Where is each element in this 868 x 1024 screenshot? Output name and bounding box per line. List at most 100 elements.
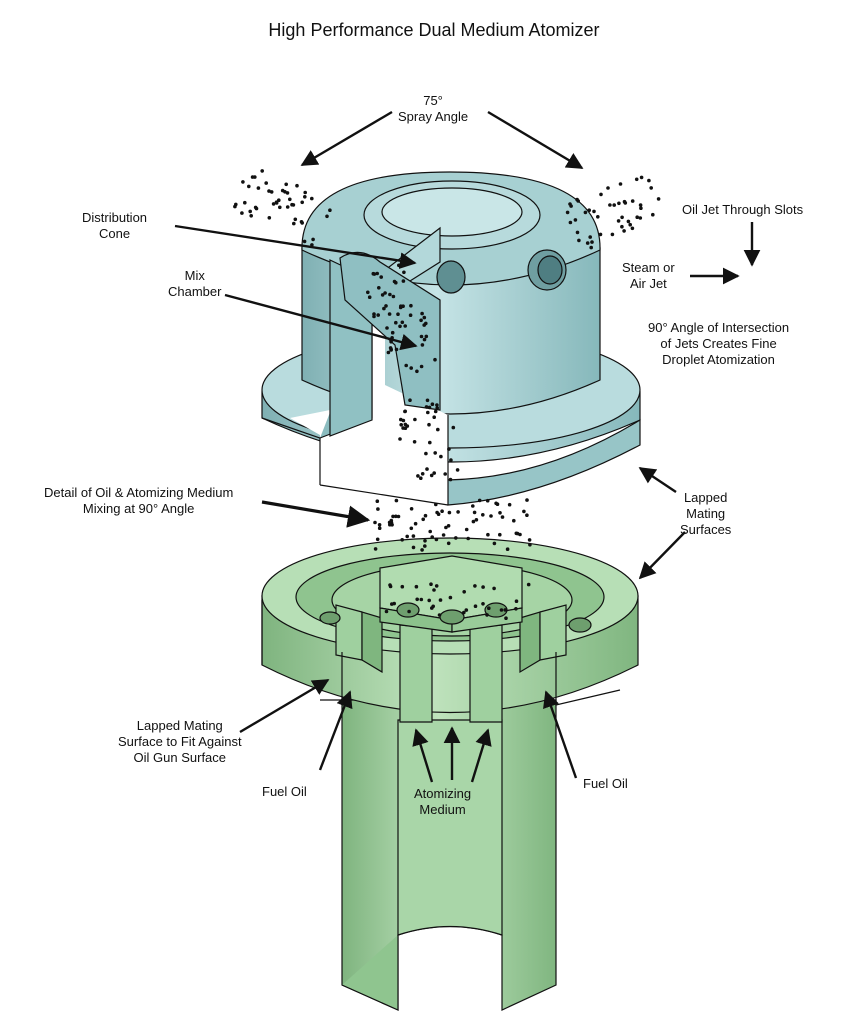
droplet bbox=[400, 320, 405, 325]
droplet bbox=[514, 599, 519, 603]
droplet bbox=[407, 609, 411, 614]
droplet bbox=[620, 215, 624, 220]
droplet bbox=[408, 398, 412, 403]
droplet bbox=[649, 186, 653, 190]
droplet bbox=[411, 545, 416, 550]
droplet bbox=[388, 583, 392, 587]
droplet bbox=[398, 324, 402, 329]
droplet bbox=[428, 440, 432, 445]
droplet bbox=[372, 272, 377, 276]
droplet bbox=[628, 222, 632, 227]
droplet bbox=[384, 304, 388, 308]
droplet bbox=[635, 215, 639, 219]
droplet bbox=[400, 538, 405, 542]
droplet bbox=[423, 544, 427, 548]
droplet bbox=[473, 604, 478, 608]
droplet bbox=[492, 586, 496, 591]
droplet bbox=[430, 402, 435, 407]
droplet bbox=[394, 347, 399, 352]
droplet bbox=[372, 314, 376, 319]
droplet bbox=[433, 357, 437, 362]
droplet bbox=[606, 186, 610, 190]
droplet bbox=[447, 510, 452, 515]
droplet bbox=[373, 547, 378, 551]
droplet bbox=[577, 238, 581, 243]
droplet bbox=[630, 199, 635, 203]
droplet bbox=[481, 513, 485, 517]
callout-arrows bbox=[174, 110, 761, 783]
droplet bbox=[413, 417, 417, 422]
droplet bbox=[527, 538, 532, 542]
droplet bbox=[415, 597, 420, 602]
droplet bbox=[472, 510, 477, 515]
label-fuel-oil-left: Fuel Oil bbox=[262, 784, 307, 799]
droplet bbox=[440, 509, 444, 513]
droplet bbox=[302, 239, 307, 244]
droplet bbox=[409, 303, 413, 308]
droplet bbox=[424, 451, 428, 456]
droplet bbox=[271, 202, 276, 206]
droplet bbox=[269, 190, 274, 194]
droplet bbox=[240, 211, 244, 215]
droplet bbox=[328, 208, 332, 212]
droplet bbox=[248, 209, 252, 214]
droplet bbox=[612, 203, 616, 207]
droplet bbox=[425, 398, 430, 403]
droplet bbox=[424, 321, 428, 326]
droplet bbox=[419, 318, 423, 323]
droplet bbox=[474, 518, 479, 522]
droplet bbox=[391, 294, 396, 299]
droplet bbox=[464, 608, 469, 612]
droplet bbox=[435, 403, 439, 407]
droplet bbox=[512, 518, 516, 523]
droplet bbox=[253, 175, 257, 179]
droplet bbox=[375, 537, 380, 542]
droplet bbox=[462, 610, 466, 615]
droplet bbox=[569, 204, 573, 208]
droplet bbox=[616, 219, 621, 223]
droplet bbox=[500, 515, 505, 519]
droplet bbox=[403, 324, 408, 328]
droplet bbox=[620, 224, 624, 229]
droplet bbox=[380, 293, 385, 297]
droplet bbox=[514, 531, 519, 536]
droplet bbox=[447, 447, 451, 451]
droplet bbox=[432, 415, 437, 420]
droplet bbox=[471, 519, 476, 524]
droplet bbox=[303, 195, 307, 199]
droplet bbox=[439, 454, 443, 459]
droplet bbox=[384, 609, 389, 614]
droplet bbox=[568, 220, 573, 225]
droplet bbox=[387, 312, 392, 316]
droplet bbox=[656, 197, 661, 201]
droplet bbox=[423, 513, 428, 518]
droplet bbox=[495, 502, 500, 507]
droplet bbox=[377, 526, 382, 530]
droplet bbox=[241, 180, 245, 184]
droplet bbox=[283, 190, 287, 194]
droplet bbox=[639, 206, 643, 210]
droplet bbox=[449, 458, 453, 462]
droplet bbox=[575, 197, 579, 202]
droplet bbox=[455, 468, 460, 472]
droplet bbox=[565, 210, 570, 215]
droplet bbox=[398, 437, 402, 441]
droplet bbox=[435, 406, 440, 410]
droplet bbox=[634, 177, 639, 182]
droplet bbox=[427, 405, 432, 410]
droplet bbox=[419, 364, 424, 369]
droplet bbox=[411, 534, 416, 538]
droplet bbox=[588, 235, 592, 239]
droplet bbox=[589, 245, 593, 250]
droplet bbox=[412, 440, 417, 444]
spray-arrow-left bbox=[300, 110, 393, 167]
droplet bbox=[377, 523, 382, 527]
droplet bbox=[423, 539, 427, 543]
droplet bbox=[413, 521, 418, 526]
droplet bbox=[375, 271, 380, 276]
droplet bbox=[288, 197, 292, 202]
